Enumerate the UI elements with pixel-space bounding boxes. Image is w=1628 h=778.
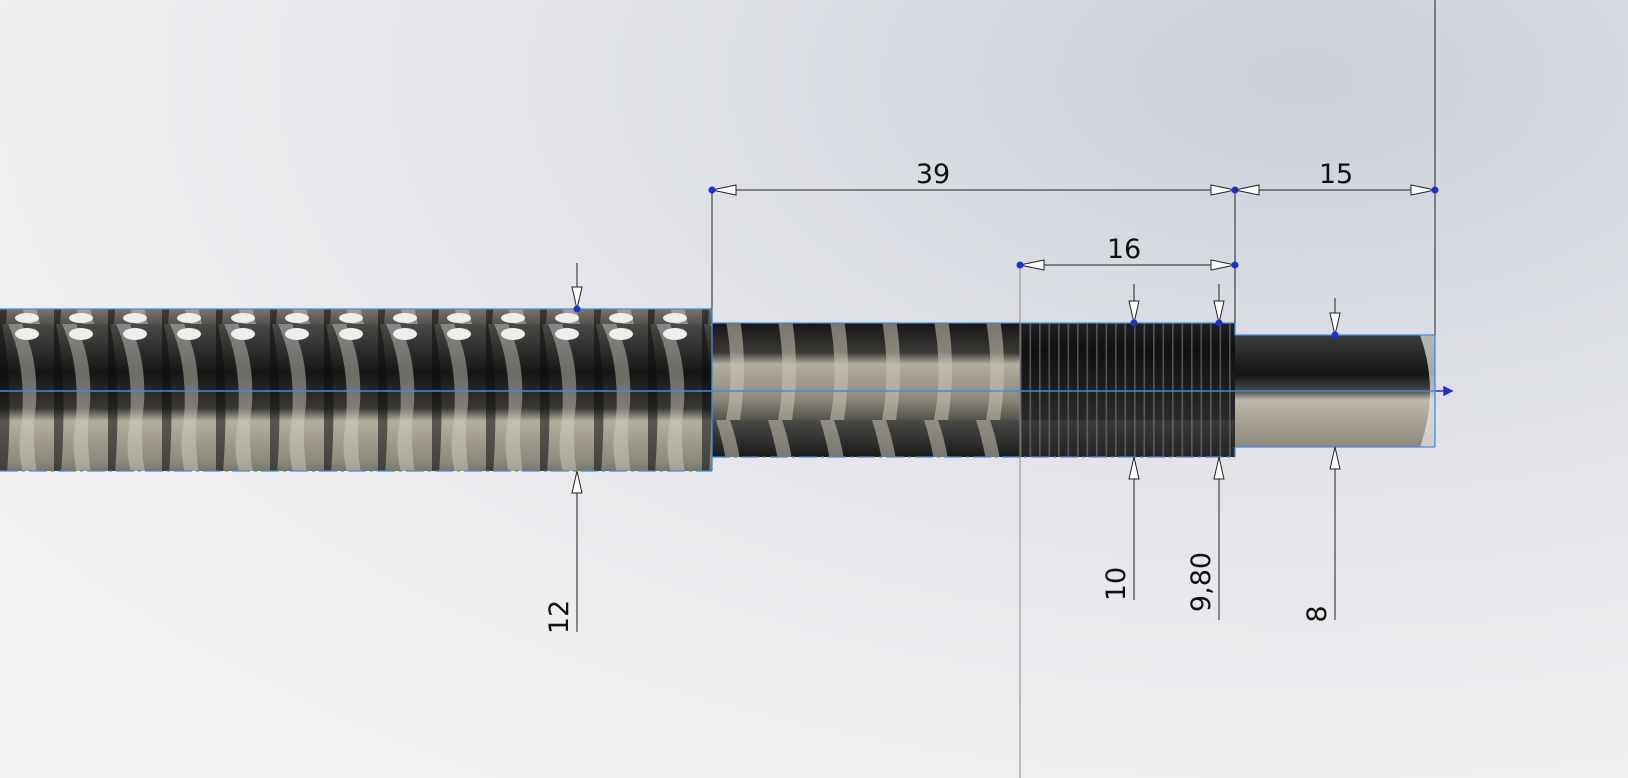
trapezoid-thread-section[interactable]	[712, 323, 1020, 457]
lead-screw-section[interactable]	[0, 309, 712, 471]
dimension-39-value[interactable]: 39	[916, 159, 950, 190]
dimension-dia-8[interactable]: 8	[1302, 298, 1341, 623]
dimension-dia-12[interactable]: 12	[544, 263, 583, 634]
dimension-15[interactable]: 15	[1234, 159, 1439, 196]
dimension-16[interactable]: 16	[1016, 234, 1239, 271]
dimension-16-value[interactable]: 16	[1107, 234, 1141, 265]
dimension-dia-10-value[interactable]: 10	[1101, 567, 1132, 601]
origin-arrow	[1436, 385, 1454, 397]
dimension-39[interactable]: 39	[708, 159, 1239, 196]
dimension-dia-12-value[interactable]: 12	[544, 600, 575, 634]
dimension-dia-8-value[interactable]: 8	[1302, 605, 1333, 622]
dimension-15-value[interactable]: 15	[1319, 159, 1353, 190]
dimension-dia-10[interactable]: 10	[1101, 284, 1140, 601]
screw-shaft[interactable]	[0, 309, 1435, 471]
dimension-dia-9-80-value[interactable]: 9,80	[1186, 552, 1217, 612]
end-chamfer	[1420, 335, 1435, 447]
fine-thread-section[interactable]	[1020, 323, 1235, 457]
extension-lines	[711, 0, 1436, 778]
dimension-dia-9-80[interactable]: 9,80	[1186, 284, 1225, 620]
